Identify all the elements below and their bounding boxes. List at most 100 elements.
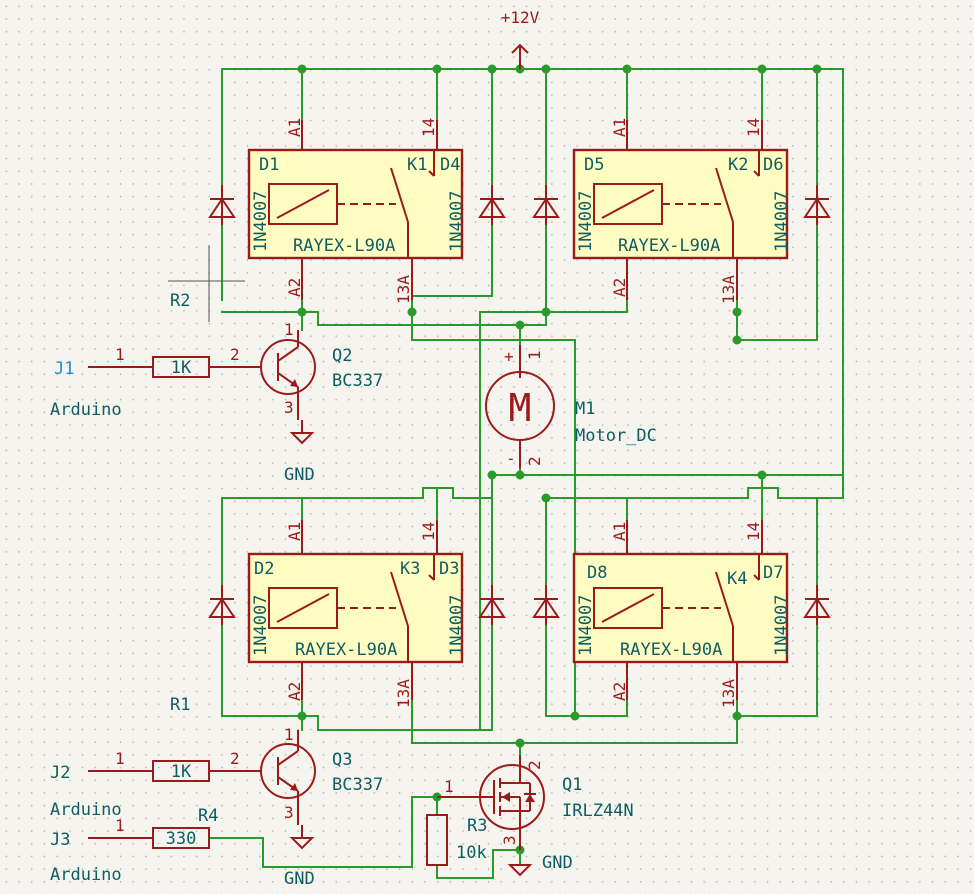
resistor-r1-label: R1 — [170, 695, 190, 715]
svg-text:1N4007: 1N4007 — [576, 191, 596, 252]
connector-ref: J3 — [50, 830, 70, 850]
connector-ref: J2 — [50, 763, 70, 783]
diode-d2[interactable]: D2 1N4007 — [209, 559, 274, 656]
connector-label: Arduino — [50, 400, 122, 420]
svg-text:3: 3 — [284, 398, 294, 417]
svg-text:1: 1 — [115, 749, 125, 768]
relay-value: RAYEX-L90A — [620, 640, 722, 660]
resistor-ref: R3 — [467, 816, 487, 836]
svg-text:A1: A1 — [610, 118, 629, 137]
svg-text:A1: A1 — [610, 522, 629, 541]
svg-text:1K: 1K — [171, 358, 192, 378]
connector-j2[interactable]: J2 Arduino 1 — [50, 749, 153, 820]
svg-text:1N4007: 1N4007 — [576, 595, 596, 656]
svg-text:D7: D7 — [763, 563, 783, 583]
relay-value: RAYEX-L90A — [295, 640, 397, 660]
svg-text:-: - — [506, 449, 516, 468]
svg-text:1: 1 — [115, 345, 125, 364]
diode-d8[interactable]: D8 1N4007 — [533, 563, 607, 656]
transistor-value: BC337 — [332, 775, 383, 795]
svg-text:14: 14 — [419, 118, 438, 137]
resistor-ref: R2 — [170, 291, 190, 311]
svg-text:A2: A2 — [285, 278, 304, 297]
svg-text:2: 2 — [525, 456, 544, 466]
vcc-label: +12V — [501, 8, 540, 27]
relay-k4[interactable]: A1 A2 14 13A K4 RAYEX-L90A — [572, 520, 789, 708]
svg-text:13A: 13A — [394, 679, 413, 708]
diode-d4[interactable]: D4 1N4007 — [440, 155, 505, 252]
diode-d3[interactable]: D3 1N4007 — [439, 559, 505, 656]
svg-text:A1: A1 — [285, 118, 304, 137]
relay-k1[interactable]: A1 A2 14 13A K1 RAYEX-L90A — [247, 118, 464, 304]
svg-text:D1: D1 — [259, 155, 279, 175]
resistor-value: 10k — [456, 843, 487, 863]
svg-text:2: 2 — [230, 345, 240, 364]
gnd-symbol-q1[interactable]: GND — [509, 853, 573, 876]
gnd-symbol-q3[interactable]: GND — [284, 825, 315, 889]
svg-text:14: 14 — [419, 522, 438, 541]
svg-text:1: 1 — [115, 816, 125, 835]
svg-text:D8: D8 — [587, 563, 607, 583]
svg-text:2: 2 — [230, 749, 240, 768]
resistor-r1[interactable]: 1K 2 — [152, 749, 262, 782]
svg-text:1N4007: 1N4007 — [251, 191, 271, 252]
svg-text:13A: 13A — [719, 679, 738, 708]
relay-ref: K1 — [407, 155, 427, 175]
svg-text:1N4007: 1N4007 — [772, 595, 792, 656]
diode-d6[interactable]: D6 1N4007 — [763, 155, 830, 252]
svg-text:1N4007: 1N4007 — [251, 595, 271, 656]
diode-d1[interactable]: D1 1N4007 — [209, 155, 279, 252]
diode-d7[interactable]: D7 1N4007 — [763, 563, 830, 656]
transistor-value: BC337 — [332, 371, 383, 391]
mosfet-q1[interactable]: 1 2 3 Q1 IRLZ44N — [437, 755, 634, 850]
transistor-q3[interactable]: 1 3 Q3 BC337 — [260, 725, 383, 825]
svg-text:14: 14 — [744, 522, 763, 541]
junctions — [297, 64, 822, 855]
svg-text:1: 1 — [284, 725, 294, 744]
connector-label: Arduino — [50, 800, 122, 820]
motor-symbol: M — [509, 386, 532, 430]
connector-j3[interactable]: J3 Arduino 1 — [50, 816, 153, 885]
svg-text:330: 330 — [166, 829, 197, 849]
svg-text:D6: D6 — [763, 155, 783, 175]
relay-k3[interactable]: A1 A2 14 13A K3 RAYEX-L90A — [247, 520, 464, 708]
motor-m1[interactable]: M + - 1 2 M1 Motor_DC — [485, 345, 657, 468]
connector-j1[interactable]: J1 Arduino 1 — [50, 345, 153, 420]
svg-text:A2: A2 — [610, 682, 629, 701]
svg-text:1N4007: 1N4007 — [447, 595, 467, 656]
svg-text:2: 2 — [525, 760, 544, 770]
resistor-r4[interactable]: 330 R4 — [152, 806, 218, 849]
gnd-symbol-q2[interactable]: GND — [284, 420, 315, 485]
vcc-symbol[interactable]: +12V — [501, 8, 540, 69]
relay-ref: K4 — [727, 569, 747, 589]
svg-text:GND: GND — [542, 853, 573, 873]
svg-text:13A: 13A — [719, 275, 738, 304]
relay-ref: K2 — [728, 155, 748, 175]
svg-text:GND: GND — [284, 869, 315, 889]
svg-text:D4: D4 — [440, 155, 460, 175]
svg-text:D2: D2 — [254, 559, 274, 579]
mosfet-value: IRLZ44N — [562, 801, 634, 821]
transistor-ref: Q3 — [332, 750, 352, 770]
relay-ref: K3 — [400, 559, 420, 579]
relay-value: RAYEX-L90A — [293, 236, 395, 256]
mosfet-ref: Q1 — [562, 775, 582, 795]
transistor-q2[interactable]: 1 3 Q2 BC337 — [260, 320, 383, 420]
svg-text:A2: A2 — [610, 278, 629, 297]
resistor-ref: R4 — [198, 806, 218, 826]
svg-text:R1: R1 — [170, 695, 190, 715]
transistor-ref: Q2 — [332, 346, 352, 366]
resistor-r2[interactable]: 1K 2 R2 — [152, 245, 262, 378]
resistor-r3[interactable]: R3 10k — [426, 814, 487, 866]
svg-text:1N4007: 1N4007 — [772, 191, 792, 252]
diode-d5[interactable]: D5 1N4007 — [533, 155, 604, 252]
relay-k2[interactable]: A1 A2 14 13A K2 RAYEX-L90A — [572, 118, 789, 304]
svg-text:1: 1 — [525, 350, 544, 360]
motor-ref: M1 — [575, 399, 595, 419]
svg-text:3: 3 — [284, 803, 294, 822]
svg-text:1N4007: 1N4007 — [447, 191, 467, 252]
svg-text:+: + — [504, 347, 514, 366]
svg-text:A1: A1 — [285, 522, 304, 541]
svg-text:14: 14 — [744, 118, 763, 137]
